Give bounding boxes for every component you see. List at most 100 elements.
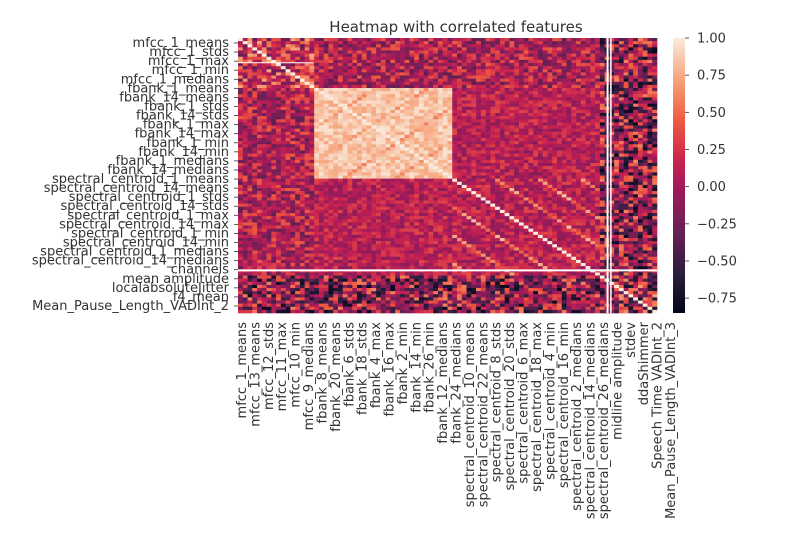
heatmap-cell	[280, 47, 286, 51]
heatmap-cell	[304, 53, 310, 58]
heatmap-cell	[295, 94, 301, 98]
heatmap-cell	[614, 188, 620, 192]
heatmap-cell	[433, 147, 439, 151]
heatmap-cell	[476, 109, 482, 114]
heatmap-cell	[504, 191, 510, 195]
heatmap-cell	[299, 141, 305, 145]
heatmap-cell	[347, 47, 353, 51]
heatmap-cell	[514, 59, 520, 64]
heatmap-cell	[257, 84, 263, 89]
heatmap-cell	[309, 147, 315, 151]
heatmap-cell	[637, 166, 644, 170]
heatmap-cell	[404, 103, 410, 108]
heatmap-cell	[542, 166, 548, 170]
heatmap-cell	[599, 166, 605, 170]
heatmap-cell	[261, 116, 267, 120]
heatmap-cell	[347, 113, 353, 117]
heatmap-cell	[647, 209, 653, 214]
heatmap-cell	[376, 141, 382, 145]
heatmap-cell	[514, 91, 520, 95]
heatmap-cell	[637, 175, 644, 179]
heatmap-cell	[371, 116, 377, 120]
heatmap-cell	[328, 103, 334, 108]
heatmap-cell	[518, 97, 524, 101]
heatmap-cell	[466, 88, 472, 92]
heatmap-cell	[552, 138, 558, 142]
heatmap-cell	[437, 91, 444, 95]
heatmap-cell	[366, 56, 372, 61]
heatmap-cell	[595, 172, 601, 176]
heatmap-cell	[485, 116, 491, 120]
heatmap-cell	[290, 50, 296, 54]
heatmap-cell	[633, 128, 639, 133]
heatmap-cell	[295, 181, 301, 186]
heatmap-cell	[580, 113, 586, 117]
heatmap-cell	[576, 106, 582, 111]
heatmap-cell	[276, 206, 282, 211]
heatmap-cell	[342, 163, 348, 167]
heatmap-cell	[318, 109, 324, 114]
heatmap-cell	[537, 134, 544, 139]
heatmap-cell	[423, 209, 429, 214]
heatmap-cell	[528, 128, 534, 133]
heatmap-cell	[276, 72, 282, 76]
heatmap-cell	[585, 113, 591, 117]
heatmap-cell	[276, 147, 282, 151]
heatmap-cell	[480, 100, 486, 104]
heatmap-cell	[257, 122, 263, 126]
heatmap-cell	[490, 38, 496, 42]
heatmap-cell	[271, 63, 277, 67]
heatmap-cell	[295, 147, 301, 151]
heatmap-cell	[447, 159, 453, 164]
heatmap-cell	[314, 206, 320, 211]
heatmap-cell	[409, 69, 415, 73]
heatmap-cell	[276, 191, 282, 195]
heatmap-cell	[642, 113, 648, 117]
heatmap-cell	[418, 156, 424, 161]
heatmap-cell	[376, 50, 382, 54]
heatmap-cell	[628, 175, 634, 179]
heatmap-cell	[418, 178, 424, 183]
heatmap-cell	[461, 197, 467, 201]
heatmap-cell	[576, 88, 582, 92]
heatmap-cell	[361, 91, 367, 95]
heatmap-cell	[404, 191, 410, 195]
heatmap-cell	[585, 141, 591, 145]
heatmap-cell	[314, 78, 320, 83]
heatmap-cell	[485, 100, 491, 104]
heatmap-cell	[523, 63, 529, 67]
heatmap-cell	[580, 209, 586, 214]
heatmap-cell	[599, 78, 605, 83]
heatmap-cell	[433, 91, 439, 95]
heatmap-cell	[418, 38, 424, 42]
heatmap-cell	[357, 138, 363, 142]
heatmap-cell	[628, 159, 634, 164]
heatmap-cell	[304, 163, 310, 167]
heatmap-cell	[309, 75, 315, 79]
heatmap-cell	[309, 184, 315, 189]
heatmap-cell	[476, 69, 482, 73]
heatmap-cell	[352, 47, 358, 51]
heatmap-cell	[623, 122, 629, 126]
heatmap-cell	[414, 69, 420, 73]
heatmap-cell	[428, 88, 434, 92]
heatmap-cell	[480, 113, 486, 117]
heatmap-cell	[314, 169, 320, 173]
heatmap-cell	[461, 125, 467, 129]
heatmap-cell	[466, 122, 472, 126]
heatmap-cell	[428, 144, 434, 148]
heatmap-cell	[347, 138, 353, 142]
heatmap-cell	[323, 153, 329, 158]
heatmap-cell	[533, 81, 539, 86]
heatmap-cell	[414, 181, 420, 186]
heatmap-cell	[266, 203, 272, 208]
heatmap-cell	[585, 188, 591, 192]
heatmap-cell	[266, 128, 272, 133]
heatmap-cell	[261, 100, 267, 104]
heatmap-cell	[647, 178, 653, 183]
heatmap-cell	[366, 94, 372, 98]
heatmap-cell	[437, 209, 444, 214]
heatmap-cell	[537, 84, 544, 89]
heatmap-cell	[295, 153, 301, 158]
heatmap-cell	[566, 153, 572, 158]
